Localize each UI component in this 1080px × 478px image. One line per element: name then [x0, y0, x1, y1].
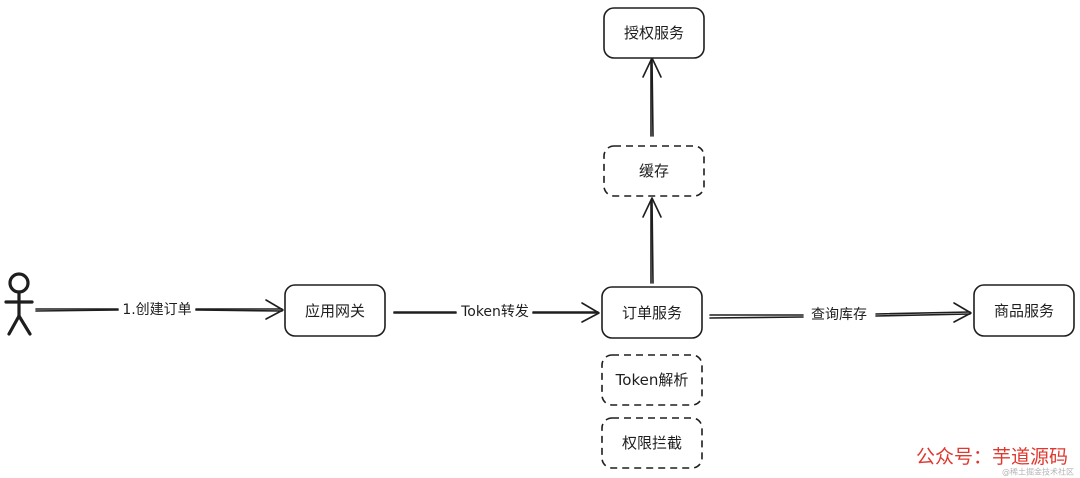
- node-product-service: 商品服务: [973, 284, 1075, 337]
- node-token-parse: Token解析: [601, 354, 703, 406]
- edge-order-to-cache: [642, 197, 662, 284]
- node-label-product-service: 商品服务: [994, 302, 1054, 320]
- node-label-permission-intercept: 权限拦截: [622, 434, 682, 452]
- edge-label-create-order: 1.创建订单: [122, 302, 191, 318]
- node-permission-intercept: 权限拦截: [601, 417, 703, 469]
- edge-label-background: [457, 303, 532, 321]
- node-label-order-service: 订单服务: [622, 304, 682, 322]
- edge-label-background: [119, 301, 195, 319]
- edge-create-order: 1.创建订单: [35, 299, 284, 320]
- edge-cache-to-auth: [642, 57, 662, 137]
- edge-label-query-stock: 查询库存: [811, 307, 867, 323]
- user-actor-icon: [4, 272, 34, 336]
- node-auth-service: 授权服务: [603, 7, 705, 59]
- edge-query-stock: 查询库存: [709, 302, 972, 324]
- watermark-main-text: 公众号：芋道源码: [916, 446, 1068, 468]
- edge-label-background: [808, 306, 870, 324]
- edge-label-token-forward: Token转发: [460, 304, 529, 320]
- node-label-cache: 缓存: [639, 162, 669, 180]
- node-gateway: 应用网关: [284, 284, 386, 337]
- node-label-auth-service: 授权服务: [624, 24, 684, 42]
- edge-token-forward: Token转发: [393, 302, 600, 323]
- node-label-token-parse: Token解析: [615, 371, 689, 389]
- watermark: 公众号：芋道源码 @稀土掘金技术社区: [916, 446, 1074, 477]
- node-label-gateway: 应用网关: [305, 302, 365, 320]
- node-order-service: 订单服务: [601, 286, 703, 339]
- node-cache: 缓存: [603, 145, 705, 197]
- watermark-sub-text: @稀土掘金技术社区: [1002, 467, 1074, 477]
